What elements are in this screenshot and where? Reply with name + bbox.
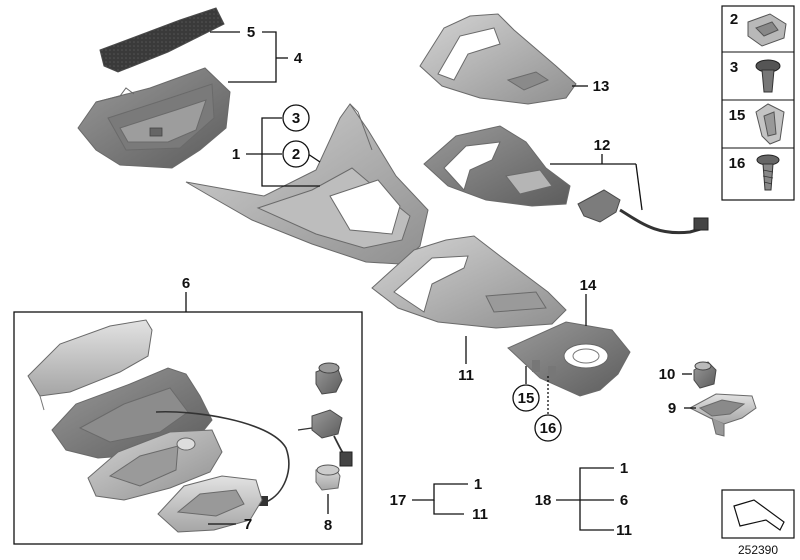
part-11-gear-surround-lower bbox=[371, 235, 567, 329]
part-6-insert-tray bbox=[87, 429, 223, 501]
part-1-center-trim-panel bbox=[185, 103, 429, 265]
part-4-storage-tray bbox=[77, 67, 231, 169]
small-parts-legend: 2 3 15 16 bbox=[721, 5, 795, 201]
part-10-socket bbox=[693, 361, 717, 389]
set-17: 17 1 11 bbox=[390, 476, 488, 523]
set-18-item-2: 6 bbox=[620, 492, 628, 509]
set-18: 18 1 6 11 bbox=[535, 460, 632, 539]
diagram-id-block: 252390 bbox=[721, 489, 795, 557]
callout-6: 6 bbox=[182, 275, 190, 292]
set-18-item-3: 11 bbox=[616, 522, 632, 539]
callout-12: 12 bbox=[594, 137, 611, 154]
diagram-id: 252390 bbox=[738, 543, 778, 557]
callout-1: 1 bbox=[232, 146, 240, 163]
callout-13: 13 bbox=[593, 78, 610, 95]
set-17-item-1: 1 bbox=[474, 476, 482, 493]
part-12-gear-surround-lit bbox=[423, 125, 709, 235]
callout-4: 4 bbox=[294, 50, 303, 67]
part-6-lid bbox=[27, 319, 153, 411]
callout-14: 14 bbox=[580, 277, 597, 294]
clip-nut-icon bbox=[747, 13, 787, 47]
part-6-aux-socket-harness bbox=[297, 409, 353, 467]
callout-2: 2 bbox=[292, 146, 300, 163]
screw-icon bbox=[756, 154, 780, 191]
callout-7: 7 bbox=[244, 516, 252, 533]
spring-clip-icon bbox=[755, 103, 785, 145]
set-17-label: 17 bbox=[390, 492, 407, 509]
callout-16: 16 bbox=[540, 420, 557, 437]
legend-label-2: 2 bbox=[730, 11, 738, 28]
callout-lines bbox=[185, 31, 696, 531]
part-9-cup-holder-insert bbox=[688, 393, 757, 437]
legend-label-3: 3 bbox=[730, 59, 738, 76]
callout-numbers: 5 4 1 3 2 13 12 6 11 14 15 16 10 9 7 8 bbox=[182, 24, 676, 534]
part-6-usb-socket bbox=[315, 362, 343, 395]
part-5-rubber-mat bbox=[99, 7, 225, 73]
legend-label-15: 15 bbox=[729, 107, 746, 124]
callout-5: 5 bbox=[247, 24, 255, 41]
legend-label-16: 16 bbox=[729, 155, 746, 172]
part-14-lower-cover bbox=[507, 321, 631, 397]
set-18-label: 18 bbox=[535, 492, 552, 509]
callout-9: 9 bbox=[668, 400, 676, 417]
callout-11: 11 bbox=[458, 367, 474, 384]
expanding-rivet-icon bbox=[755, 59, 781, 93]
callout-circles bbox=[282, 104, 562, 442]
callout-8: 8 bbox=[324, 517, 332, 534]
part-7-tray bbox=[157, 475, 263, 533]
set-17-item-2: 11 bbox=[472, 506, 488, 523]
group-6-frame bbox=[13, 311, 363, 545]
part-8-socket-ring bbox=[315, 464, 341, 491]
arrow-symbol-icon bbox=[733, 499, 785, 531]
callout-10: 10 bbox=[659, 366, 676, 383]
set-18-item-1: 1 bbox=[620, 460, 628, 477]
callout-15: 15 bbox=[518, 390, 535, 407]
callout-3: 3 bbox=[292, 110, 300, 127]
part-13-gear-surround bbox=[419, 13, 577, 105]
